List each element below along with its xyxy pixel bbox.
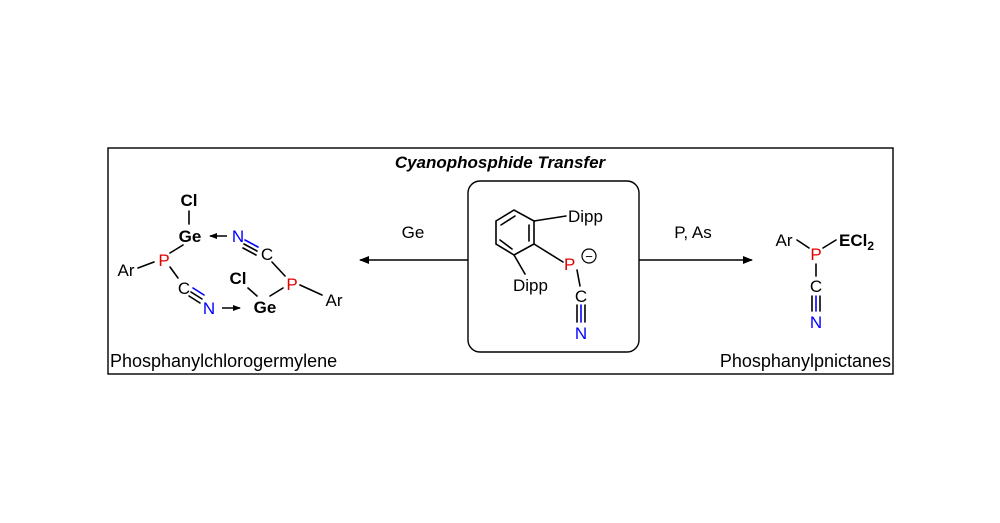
triple-bond-center bbox=[576, 304, 586, 323]
arrow-right-reagent: P, As bbox=[674, 223, 712, 242]
cyanide-carbon: C bbox=[575, 287, 587, 306]
ge-lower-label: Ge bbox=[254, 298, 277, 317]
ecl-label: ECl2 bbox=[839, 231, 874, 253]
left-product-caption: Phosphanylchlorogermylene bbox=[110, 351, 337, 371]
p-right-label: P bbox=[286, 275, 297, 294]
ecl-subscript: 2 bbox=[867, 239, 874, 253]
c-top-label: C bbox=[261, 245, 273, 264]
n-top-label: N bbox=[232, 227, 244, 246]
n-lower-label: N bbox=[203, 299, 215, 318]
benzene-ring bbox=[495, 209, 535, 256]
bond-ring-dipp-bottom bbox=[513, 254, 526, 275]
ar-label: Ar bbox=[776, 231, 793, 250]
triple-bond-right bbox=[811, 295, 821, 312]
left-product: Cl Ge N C P Ar P C N Cl Ge Ar bbox=[118, 191, 343, 318]
reagent-box bbox=[467, 180, 640, 353]
p-left-label: P bbox=[158, 251, 169, 270]
p-label: P bbox=[810, 245, 821, 264]
triple-bond-top bbox=[242, 239, 259, 256]
negative-charge-symbol: − bbox=[585, 249, 593, 264]
scheme-frame bbox=[107, 147, 894, 375]
ecl-text: ECl bbox=[839, 231, 867, 250]
right-product: Ar P ECl2 C N bbox=[776, 231, 875, 332]
cl-lower-label: Cl bbox=[230, 269, 247, 288]
n-label: N bbox=[810, 313, 822, 332]
c-lower-label: C bbox=[178, 279, 190, 298]
phosphide-atom: P bbox=[564, 255, 575, 274]
scheme-title: Cyanophosphide Transfer bbox=[395, 153, 607, 172]
c-label: C bbox=[810, 277, 822, 296]
right-product-caption: Phosphanylpnictanes bbox=[720, 351, 891, 371]
negative-charge-icon bbox=[581, 248, 597, 264]
cyanide-nitrogen: N bbox=[575, 324, 587, 343]
ge-top-label: Ge bbox=[179, 227, 202, 246]
dipp-bottom-label: Dipp bbox=[513, 276, 548, 295]
bond-ring-p bbox=[533, 243, 564, 263]
bond-p-c bbox=[576, 269, 581, 287]
cl-top-label: Cl bbox=[181, 191, 198, 210]
dipp-top-label: Dipp bbox=[568, 207, 603, 226]
ar-left-label: Ar bbox=[118, 261, 135, 280]
arrow-left-reagent: Ge bbox=[402, 223, 425, 242]
triple-bond-lower bbox=[188, 287, 205, 304]
bond-ring-dipp-top bbox=[533, 215, 567, 222]
ar-right-label: Ar bbox=[326, 291, 343, 310]
